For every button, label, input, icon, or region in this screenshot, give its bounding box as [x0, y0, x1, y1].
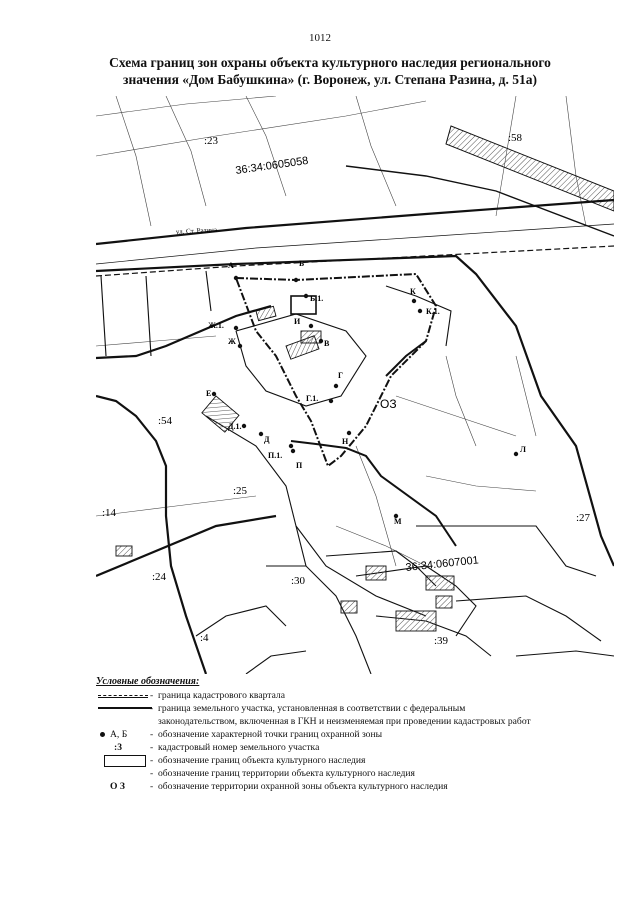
- boundary-point-label: Д: [264, 435, 270, 444]
- boundary-point[interactable]: [233, 275, 239, 281]
- parcel-number: :54: [158, 415, 173, 427]
- boundary-point-label: И: [294, 317, 301, 326]
- boundary-point[interactable]: [333, 383, 339, 389]
- boundary-point[interactable]: [290, 448, 296, 454]
- parcel-number: :25: [233, 485, 248, 497]
- territory-boundary-symbol: [96, 767, 156, 780]
- boundary-point-label: П.1.: [268, 451, 282, 460]
- legend-text: обозначение границ объекта культурного н…: [158, 755, 366, 766]
- boundary-point[interactable]: [258, 431, 264, 437]
- parcel-number: :30: [291, 575, 306, 587]
- legend-row-zone: О З - обозначение территории охранной зо…: [96, 780, 616, 793]
- survey-lines: [96, 96, 587, 567]
- boundary-point-label: Л: [520, 445, 526, 454]
- legend-text: граница земельного участка, установленна…: [158, 703, 466, 714]
- legend-text: обозначение границ территории объекта ку…: [158, 768, 415, 779]
- map-canvas: ул. Ст. Разина: [96, 96, 614, 674]
- boundary-point[interactable]: [237, 343, 243, 349]
- boundary-point[interactable]: [417, 308, 423, 314]
- title-line-1: Схема границ зон охраны объекта культурн…: [109, 55, 551, 70]
- boundary-point-label: К.1.: [426, 307, 440, 316]
- boundary-point[interactable]: [293, 277, 299, 283]
- quarter-boundary-symbol: [96, 689, 156, 702]
- parcel-number: :58: [508, 132, 523, 144]
- boundary-point[interactable]: [233, 325, 239, 331]
- quarter-label-north: 36:34:0605058: [235, 155, 309, 177]
- boundary-point-label: В: [324, 339, 330, 348]
- parcel-number: :23: [204, 135, 219, 147]
- legend-row-quarter: - граница кадастрового квартала: [96, 689, 616, 702]
- boundary-point[interactable]: [513, 451, 519, 457]
- boundary-point[interactable]: [411, 298, 417, 304]
- legend: Условные обозначения: - граница кадастро…: [96, 676, 616, 793]
- legend-text: обозначение территории охранной зоны объ…: [158, 781, 448, 792]
- legend-text: граница кадастрового квартала: [158, 690, 285, 701]
- buildings: [115, 305, 455, 632]
- boundary-point[interactable]: [318, 338, 324, 344]
- boundary-point-label: Г.1.: [306, 394, 318, 403]
- legend-text: кадастровый номер земельного участка: [158, 742, 320, 753]
- boundary-point-label: К: [410, 287, 416, 296]
- title-line-2: значения «Дом Бабушкина» (г. Воронеж, ул…: [123, 72, 537, 87]
- boundary-point-label: Г: [338, 371, 343, 380]
- zone-label: ОЗ: [380, 397, 397, 411]
- boundary-point-label: Б: [299, 259, 304, 268]
- boundary-point-label: П: [296, 461, 303, 470]
- rail-corridor: [345, 125, 614, 237]
- protection-zone-boundary: [235, 272, 457, 547]
- quarter-boundary: [96, 254, 614, 674]
- quarter-label-south: 36:34:0607001: [405, 554, 479, 574]
- object-boundary-symbol: [96, 754, 156, 767]
- parcel-number: :39: [434, 635, 449, 647]
- boundary-point[interactable]: [308, 323, 314, 329]
- boundary-point[interactable]: [346, 430, 352, 436]
- legend-row-object: - обозначение границ объекта культурного…: [96, 754, 616, 767]
- boundary-point[interactable]: [328, 398, 334, 404]
- boundary-point[interactable]: [393, 513, 399, 519]
- heritage-object-outline: [290, 295, 317, 315]
- street-band: [96, 198, 614, 277]
- boundary-point-label: Е: [206, 389, 211, 398]
- parcel-number: :4: [200, 632, 209, 644]
- legend-text: законодательством, включенная в ГКН и не…: [158, 716, 531, 727]
- cadastral-map[interactable]: ул. Ст. Разина: [96, 96, 614, 674]
- boundary-point-label: Ж: [228, 337, 236, 346]
- street-label: ул. Ст. Разина: [176, 226, 218, 236]
- legend-row-land: - граница земельного участка, установлен…: [96, 702, 616, 715]
- boundary-point[interactable]: [211, 391, 217, 397]
- legend-row-point: А, Б - обозначение характерной точки гра…: [96, 728, 616, 741]
- legend-row-land-cont: законодательством, включенная в ГКН и не…: [96, 715, 616, 728]
- parcel-boundaries: [100, 270, 614, 674]
- number-symbol: :3: [114, 742, 122, 753]
- boundary-points: А Б Б.1. В Г Г.1. Д Д.1. Е Ж Ж.1. И К К.1. Л М Н П П.1.: [206, 259, 526, 526]
- zone-symbol: О З: [110, 781, 125, 792]
- boundary-point[interactable]: [303, 293, 309, 299]
- boundary-point-label: М: [394, 517, 402, 526]
- parcel-labels: :23 :58 :54 :25 :14 :24 :27 :39 :30 :4: [102, 132, 591, 647]
- legend-row-number: :3 - кадастровый номер земельного участк…: [96, 741, 616, 754]
- boundary-point-label: Н: [342, 437, 349, 446]
- boundary-point[interactable]: [241, 423, 247, 429]
- parcel-number: :14: [102, 507, 117, 519]
- boundary-point-label: Б.1.: [310, 294, 323, 303]
- legend-row-territory: - обозначение границ территории объекта …: [96, 767, 616, 780]
- page-number: 1012: [309, 32, 331, 44]
- parcel-number: :24: [152, 571, 167, 583]
- boundary-point-label: Д.1.: [228, 422, 242, 431]
- boundary-point[interactable]: [288, 443, 294, 449]
- legend-title: Условные обозначения:: [96, 676, 200, 687]
- legend-text: обозначение характерной точки границ охр…: [158, 729, 383, 740]
- page-title: Схема границ зон охраны объекта культурн…: [80, 54, 580, 88]
- land-boundary-symbol: [96, 702, 156, 715]
- boundary-point-label: А: [228, 261, 234, 270]
- point-symbol: А, Б: [96, 728, 156, 741]
- parcel-number: :27: [576, 512, 591, 524]
- boundary-point-label: Ж.1.: [208, 321, 224, 330]
